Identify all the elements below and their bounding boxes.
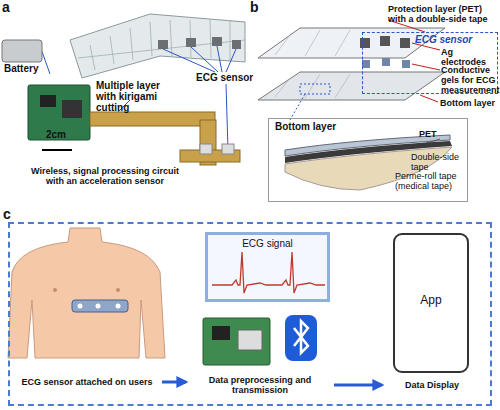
zoom-line <box>290 94 305 120</box>
leader-line <box>163 49 215 72</box>
circuit-board <box>203 318 270 365</box>
conductive-gel <box>362 60 370 68</box>
part-label: Protection layer (PET) with a double-sid… <box>388 4 500 24</box>
bluetooth-logo <box>285 315 317 361</box>
cut-line <box>170 20 172 56</box>
node-text: Bottom layer <box>275 122 355 132</box>
part-label: b <box>250 0 270 14</box>
layer-cuts <box>275 30 350 98</box>
sensor-pad <box>200 144 212 154</box>
leader-line <box>412 64 440 70</box>
node-text: Double-side tape <box>411 152 467 172</box>
leader-line <box>226 84 228 150</box>
part-label: Multiple layer with kirigami cutting <box>96 80 180 113</box>
scale-bar <box>42 149 72 151</box>
node-text: Perme-roll tape (medical tape) <box>395 171 467 191</box>
cut-line <box>275 35 290 55</box>
node-text: c <box>3 207 17 221</box>
patch-electrode <box>78 304 83 309</box>
circuit-board <box>28 85 90 140</box>
leader-line <box>226 49 236 72</box>
body-detail <box>53 288 57 292</box>
chip <box>212 326 230 340</box>
cut-line <box>305 30 320 56</box>
part-label: 2cm <box>46 130 76 140</box>
node-text: ECG signal <box>208 238 327 249</box>
chip <box>40 95 56 107</box>
node-text: Data Display <box>382 380 482 390</box>
cut-line <box>335 30 350 56</box>
battery <box>2 40 42 62</box>
node-text: PET <box>419 129 459 139</box>
ecg-patch <box>72 300 128 312</box>
zoom-marker <box>300 84 330 94</box>
part-label: a <box>2 0 22 14</box>
leader-line <box>420 139 440 145</box>
inset-box: Bottom layerPET Double-side tapePerme-rol… <box>268 118 468 202</box>
cut-line <box>130 28 133 60</box>
patch-electrode <box>96 304 101 309</box>
flow-arrow <box>334 384 382 387</box>
chip <box>238 330 262 350</box>
leader-line <box>191 47 218 72</box>
flow-arrow <box>162 381 186 384</box>
sensor-pad <box>186 38 196 47</box>
bottom-layer-sheet <box>258 72 445 100</box>
display-group: Data Display App <box>382 228 482 403</box>
part-label: Bottom layer <box>440 98 500 108</box>
patch-electrode <box>116 304 121 309</box>
cut-line <box>150 22 152 56</box>
node-text: ECG sensor <box>415 35 495 45</box>
cut-line <box>110 36 114 64</box>
stage-caption: ECG sensor attached on users <box>12 366 162 398</box>
kirigami-sheet <box>70 14 245 78</box>
part-label: Wireless, signal processing circuit with… <box>30 166 180 186</box>
sensor-pad <box>232 40 241 49</box>
ecg-waveform <box>212 252 325 293</box>
node-text: Ag electrodes <box>441 47 497 67</box>
sensor-pad <box>212 37 222 46</box>
leader-line <box>420 95 438 102</box>
sensor-group-box: ECG sensor Ag electrodesConductive gels f… <box>362 32 498 94</box>
cut-line <box>230 21 231 60</box>
cut-line <box>210 20 211 58</box>
cut-line <box>335 74 350 98</box>
kirigami-strip <box>90 112 215 126</box>
ag-electrode <box>380 36 390 46</box>
node-text: Data preprocessing and transmission <box>186 375 334 395</box>
part-label: ECG sensor <box>196 73 266 83</box>
signal-panel-fill <box>205 232 330 302</box>
sensor-pad <box>222 144 234 154</box>
cut-line <box>275 78 290 97</box>
human-torso <box>8 228 165 358</box>
conductive-gel <box>402 60 410 68</box>
part-label: Battery <box>4 64 64 74</box>
body-detail <box>116 288 120 292</box>
chip <box>62 100 82 118</box>
node-text: App <box>395 293 467 307</box>
ag-electrode <box>400 38 410 48</box>
panel-frame: cECG sensor attached on usersECG signalD… <box>8 222 492 406</box>
cut-line <box>90 45 95 70</box>
leader-line <box>217 46 222 72</box>
bluetooth-rune <box>294 321 308 353</box>
sensor-pad <box>158 40 168 49</box>
stage-caption: Data preprocessing and transmission <box>186 370 334 400</box>
node-text: ECG sensor attached on users <box>21 377 152 387</box>
node-text: Conductive gels for ECG measurement <box>441 65 497 95</box>
signal-box: ECG signal <box>205 232 330 302</box>
phone-screen: App <box>393 233 469 373</box>
conductive-gel <box>382 58 390 66</box>
